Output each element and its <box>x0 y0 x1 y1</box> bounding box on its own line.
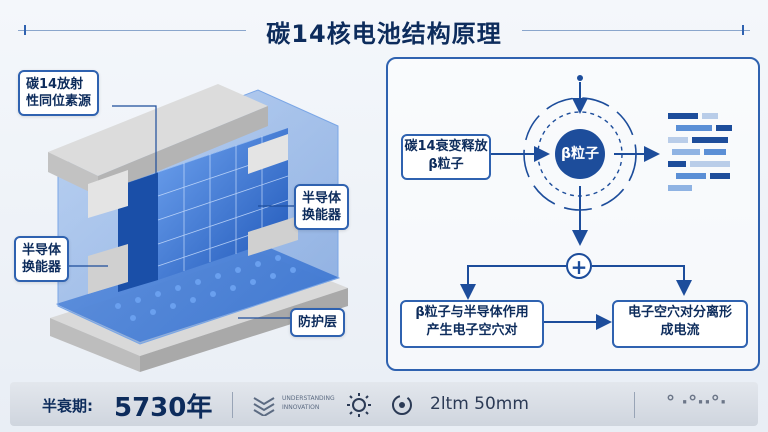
interaction-line2: 产生电子空穴对 <box>426 323 518 338</box>
title-divider-right <box>522 30 750 31</box>
tagline-line2: INNOVATION <box>282 404 320 411</box>
decay-line2: β粒子 <box>428 157 464 172</box>
semi-left-line1: 半导体 <box>22 243 62 258</box>
divider <box>232 392 233 418</box>
size-spec: 2ltm 50mm <box>430 394 529 414</box>
half-life-value: 5730年 <box>114 393 213 423</box>
interaction-step-box: β粒子与半导体作用 产生电子空穴对 <box>400 300 544 348</box>
decay-step-box: 碳14衰变释放 β粒子 <box>401 134 491 180</box>
semi-left-line2: 换能器 <box>22 260 62 275</box>
semiconductor-right-label: 半导体 换能器 <box>294 184 350 230</box>
half-life-label: 半衰期: <box>42 397 93 415</box>
signal-blocks-graphic <box>668 113 732 191</box>
timer-icon <box>392 395 412 415</box>
divider <box>634 392 635 418</box>
carbon-source-line1: 碳14放射 <box>26 77 84 92</box>
protection-layer-text: 防护层 <box>298 315 338 330</box>
battery-cutaway-graphic <box>48 84 348 372</box>
wave-icon <box>253 397 275 416</box>
title-divider-left <box>18 30 246 31</box>
carbon-source-label: 碳14放射 性同位素源 <box>18 70 100 116</box>
battery-illustration: 碳14放射 性同位素源 半导体 换能器 半导体 换能器 防护层 <box>8 56 376 372</box>
separation-line1: 电子空穴对分离形 <box>627 305 732 320</box>
plus-icon: + <box>566 253 592 279</box>
protection-layer-label: 防护层 <box>290 308 346 337</box>
carbon-source-line2: 性同位素源 <box>26 94 92 109</box>
page-title: 碳14核电池结构原理 <box>266 20 502 48</box>
tagline-text: UNDERSTANDING INNOVATION <box>282 394 344 412</box>
decay-line1: 碳14衰变释放 <box>404 139 488 154</box>
info-bar: 半衰期: 5730年 UNDERSTANDING INNOVATION 2ltm… <box>10 382 758 426</box>
title-tick-left <box>24 25 26 35</box>
brand-mark: ° ·°··°· <box>666 392 727 413</box>
sun-icon <box>347 393 371 417</box>
title-bar: 碳14核电池结构原理 <box>0 12 768 50</box>
separation-line2: 成电流 <box>660 323 700 338</box>
semi-right-line2: 换能器 <box>302 208 342 223</box>
beta-particle-node: β粒子 <box>555 129 605 179</box>
semi-right-line1: 半导体 <box>302 191 342 206</box>
title-tick-right <box>742 25 744 35</box>
semiconductor-left-label: 半导体 换能器 <box>14 236 70 282</box>
separation-step-box: 电子空穴对分离形 成电流 <box>612 300 748 348</box>
interaction-line1: β粒子与半导体作用 <box>415 305 529 320</box>
tagline-line1: UNDERSTANDING <box>282 395 335 402</box>
